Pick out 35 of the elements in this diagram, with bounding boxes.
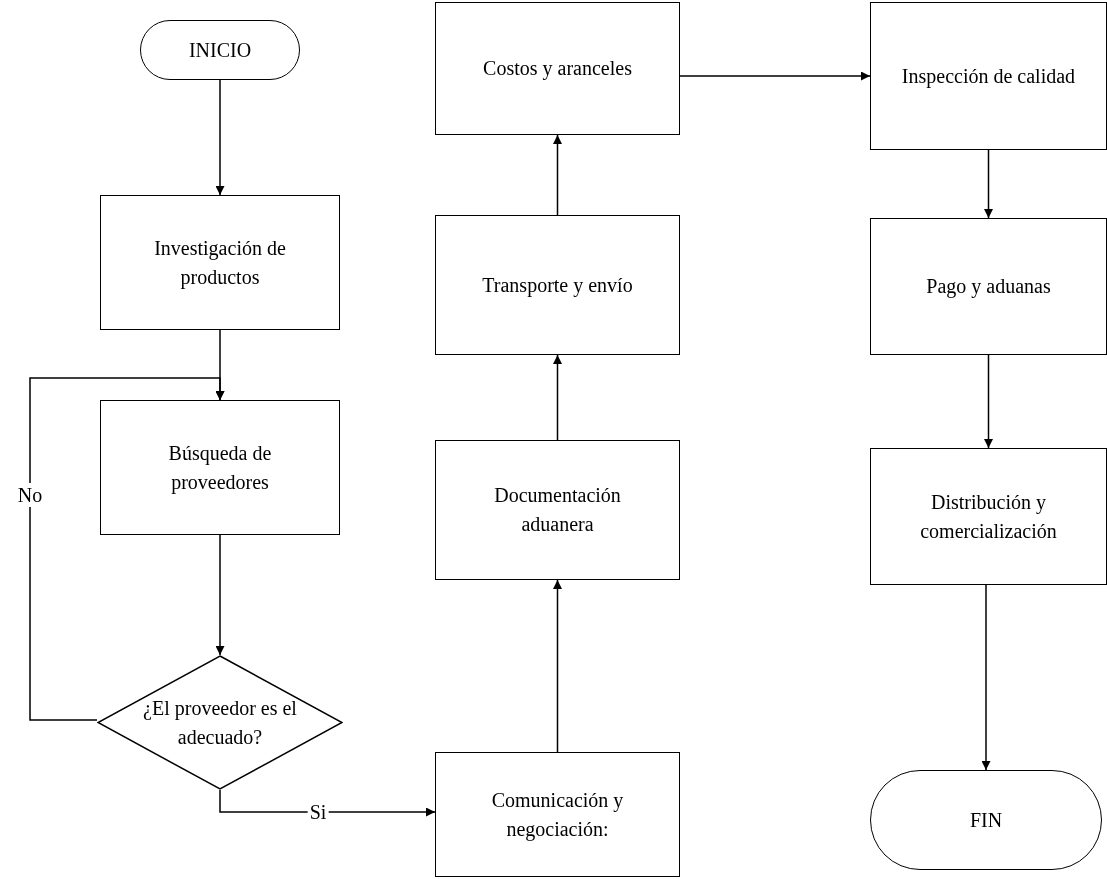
process-box <box>100 195 340 330</box>
node-text: Documentación aduanera <box>493 483 622 537</box>
arrow <box>984 354 993 449</box>
node-text: ¿El proveedor es el adecuado? <box>142 695 298 750</box>
process-box <box>435 440 680 580</box>
node-text: Comunicación y negociación: <box>490 787 625 843</box>
arrow <box>215 79 225 196</box>
process-box <box>435 752 680 877</box>
node-text: Investigación de productos <box>153 235 287 291</box>
arrow <box>679 71 871 81</box>
arrow <box>553 354 562 441</box>
process-box <box>435 215 680 355</box>
arrow <box>981 584 991 771</box>
process-box <box>435 2 680 135</box>
terminal-shape <box>140 20 300 80</box>
node-text: Inspección de calidad <box>900 63 1077 90</box>
node-text: Costos y aranceles <box>482 56 633 82</box>
process-box <box>870 2 1107 150</box>
arrow <box>553 134 562 216</box>
process-box <box>100 400 340 535</box>
process-box <box>870 448 1107 585</box>
node-text: Búsqueda de proveedores <box>167 440 273 496</box>
arrow <box>29 377 225 721</box>
edge-label: No <box>15 483 45 507</box>
process-box <box>870 218 1107 355</box>
arrow <box>215 534 225 656</box>
node-text: Pago y aduanas <box>925 274 1052 300</box>
node-text: Transporte y envío <box>481 272 634 299</box>
node-text: FIN <box>968 807 1004 833</box>
decision-diamond <box>97 655 343 790</box>
arrow <box>553 579 562 753</box>
node-text: Distribución y comercialización <box>919 489 1058 544</box>
arrow <box>984 149 993 219</box>
arrow <box>219 789 436 817</box>
node-text: INICIO <box>187 37 253 63</box>
